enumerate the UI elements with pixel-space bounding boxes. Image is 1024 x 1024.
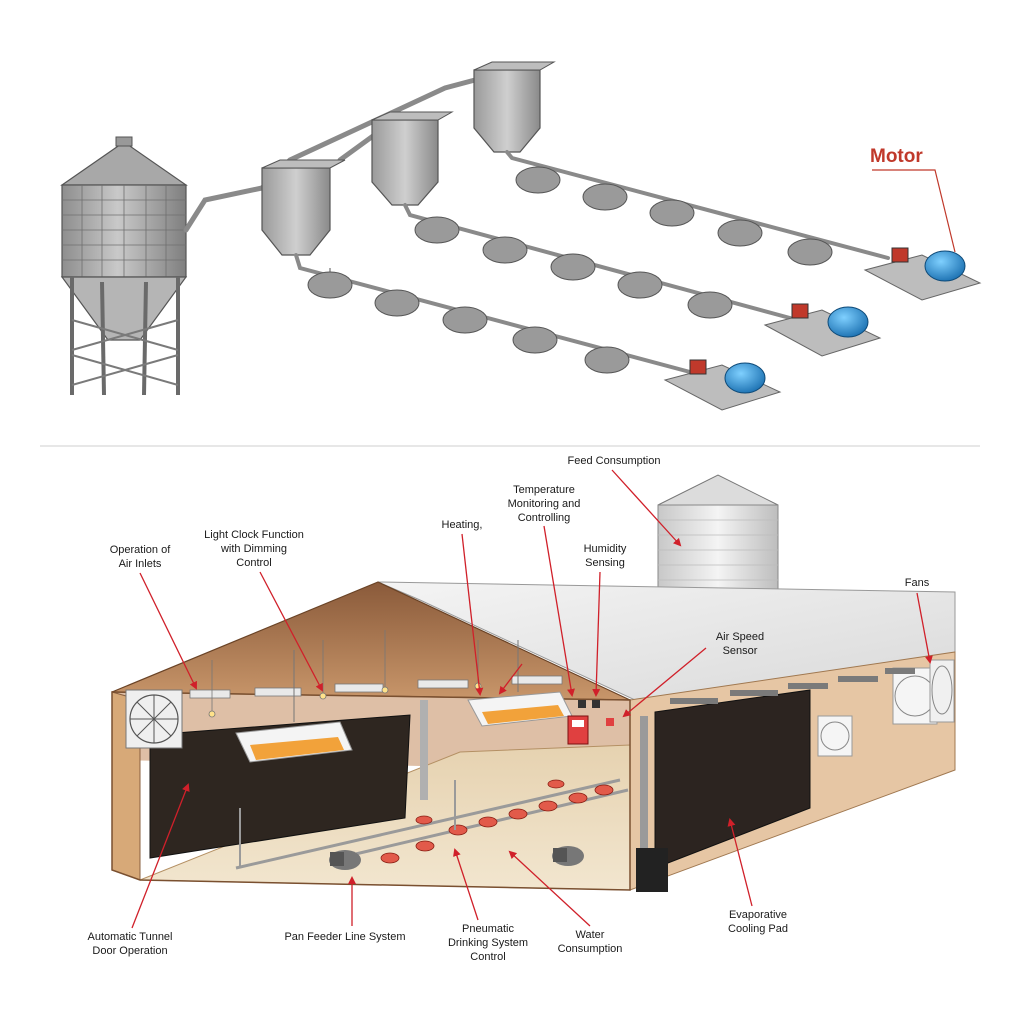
arrow-fans bbox=[916, 592, 933, 664]
label-humidity-line1: Humidity bbox=[584, 543, 627, 555]
drinker-pan bbox=[448, 824, 468, 836]
label-air-inlets-line2: Air Inlets bbox=[119, 558, 162, 570]
label-feed-consumption: Feed Consumption bbox=[568, 455, 661, 467]
drinker-line bbox=[235, 778, 621, 870]
motor-label: Motor bbox=[870, 146, 923, 167]
motor-unit bbox=[863, 247, 982, 301]
house-callouts: Feed Consumption Temperature Monitoring … bbox=[88, 455, 933, 963]
arrow-air-inlets bbox=[139, 572, 197, 690]
arrow-heating bbox=[461, 533, 484, 696]
pan-feeder bbox=[414, 216, 460, 244]
feed-hopper bbox=[473, 61, 556, 153]
arrow-air-speed bbox=[622, 647, 707, 718]
drinker-pan bbox=[415, 815, 433, 825]
arrow-heating-2 bbox=[498, 663, 523, 695]
label-water-line2: Consumption bbox=[558, 943, 623, 955]
pan-feeder bbox=[649, 199, 695, 227]
pan-feeder bbox=[515, 166, 561, 194]
label-water-line1: Water bbox=[576, 929, 605, 941]
label-pan-feeder: Pan Feeder Line System bbox=[284, 931, 405, 943]
label-temperature-line3: Controlling bbox=[518, 512, 571, 524]
pan-feeder bbox=[550, 253, 596, 281]
drinker-pan bbox=[415, 840, 435, 852]
feed-hopper bbox=[261, 159, 346, 256]
label-light-line3: Control bbox=[236, 557, 271, 569]
support-column bbox=[420, 700, 428, 800]
pan-feeder bbox=[717, 219, 763, 247]
evaporative-cooling-pad bbox=[654, 689, 811, 869]
arrow-water bbox=[508, 850, 591, 927]
control-panel bbox=[567, 700, 614, 745]
label-air-speed-line1: Air Speed bbox=[716, 631, 764, 643]
arrow-light bbox=[259, 571, 323, 692]
arrow-pneumatic bbox=[453, 848, 479, 921]
side-air-inlets bbox=[670, 668, 915, 704]
feed-line bbox=[294, 253, 692, 374]
feed-line bbox=[403, 203, 792, 320]
drinker-pan bbox=[380, 852, 400, 864]
feed-conveyor-pipe bbox=[183, 69, 508, 233]
pan-feeder bbox=[307, 268, 353, 299]
drinker-pan bbox=[538, 800, 558, 812]
label-pneumatic-line1: Pneumatic bbox=[462, 923, 514, 935]
label-temperature-line1: Temperature bbox=[513, 484, 575, 496]
pan-feeder bbox=[687, 291, 733, 319]
cooling-pad-tank bbox=[636, 848, 668, 892]
tunnel-fan bbox=[125, 689, 183, 749]
label-air-inlets-line1: Operation of bbox=[110, 544, 171, 556]
feeder-motor bbox=[329, 850, 361, 870]
pan-feeder bbox=[374, 289, 420, 317]
motor-unit bbox=[763, 303, 882, 357]
drinker-pan bbox=[508, 808, 528, 820]
cooling-pad-pipe bbox=[640, 716, 648, 864]
house-silo bbox=[657, 474, 779, 598]
pan-feeder bbox=[582, 183, 628, 211]
label-pneumatic-line2: Drinking System bbox=[448, 937, 528, 949]
motor-unit bbox=[663, 359, 782, 411]
pan-feeder bbox=[787, 238, 833, 266]
label-temperature-line2: Monitoring and bbox=[508, 498, 581, 510]
feed-hopper bbox=[371, 111, 454, 206]
pan-feeder bbox=[442, 306, 488, 334]
label-tunnel-line2: Door Operation bbox=[92, 945, 167, 957]
pan-feeder bbox=[584, 346, 630, 374]
radiant-heater bbox=[235, 650, 353, 763]
arrow-tunnel bbox=[131, 783, 190, 929]
pan-feeder bbox=[617, 271, 663, 299]
label-fans: Fans bbox=[905, 577, 930, 589]
label-light-line2: with Dimming bbox=[220, 543, 287, 555]
feeder-motor bbox=[552, 846, 584, 866]
poultry-house bbox=[111, 474, 956, 892]
feed-line-system: Motor bbox=[60, 61, 982, 411]
pan-feeder bbox=[512, 326, 558, 354]
arrow-humidity bbox=[592, 571, 601, 697]
feed-line bbox=[505, 150, 890, 260]
wall-fan bbox=[929, 659, 955, 723]
drinker-pan bbox=[478, 816, 498, 828]
label-humidity-line2: Sensing bbox=[585, 557, 625, 569]
label-air-speed-line2: Sensor bbox=[723, 645, 758, 657]
label-heating: Heating, bbox=[442, 519, 483, 531]
arrow-cooling bbox=[727, 818, 753, 907]
label-pneumatic-line3: Control bbox=[470, 951, 505, 963]
feed-silo bbox=[60, 136, 188, 396]
label-light-line1: Light Clock Function bbox=[204, 529, 304, 541]
arrow-temperature bbox=[543, 525, 575, 697]
label-cooling-line2: Cooling Pad bbox=[728, 923, 788, 935]
label-cooling-line1: Evaporative bbox=[729, 909, 787, 921]
drinker-pan bbox=[594, 784, 614, 796]
motor-leader-line bbox=[872, 169, 956, 253]
drinker-pan bbox=[568, 792, 588, 804]
ceiling-lights bbox=[208, 630, 482, 718]
pan-feeder bbox=[482, 236, 528, 264]
label-tunnel-line1: Automatic Tunnel bbox=[88, 931, 173, 943]
wall-fan bbox=[817, 715, 853, 757]
air-inlets bbox=[189, 675, 563, 699]
arrow-feed-consumption bbox=[611, 469, 682, 547]
drinker-pan bbox=[547, 779, 565, 789]
